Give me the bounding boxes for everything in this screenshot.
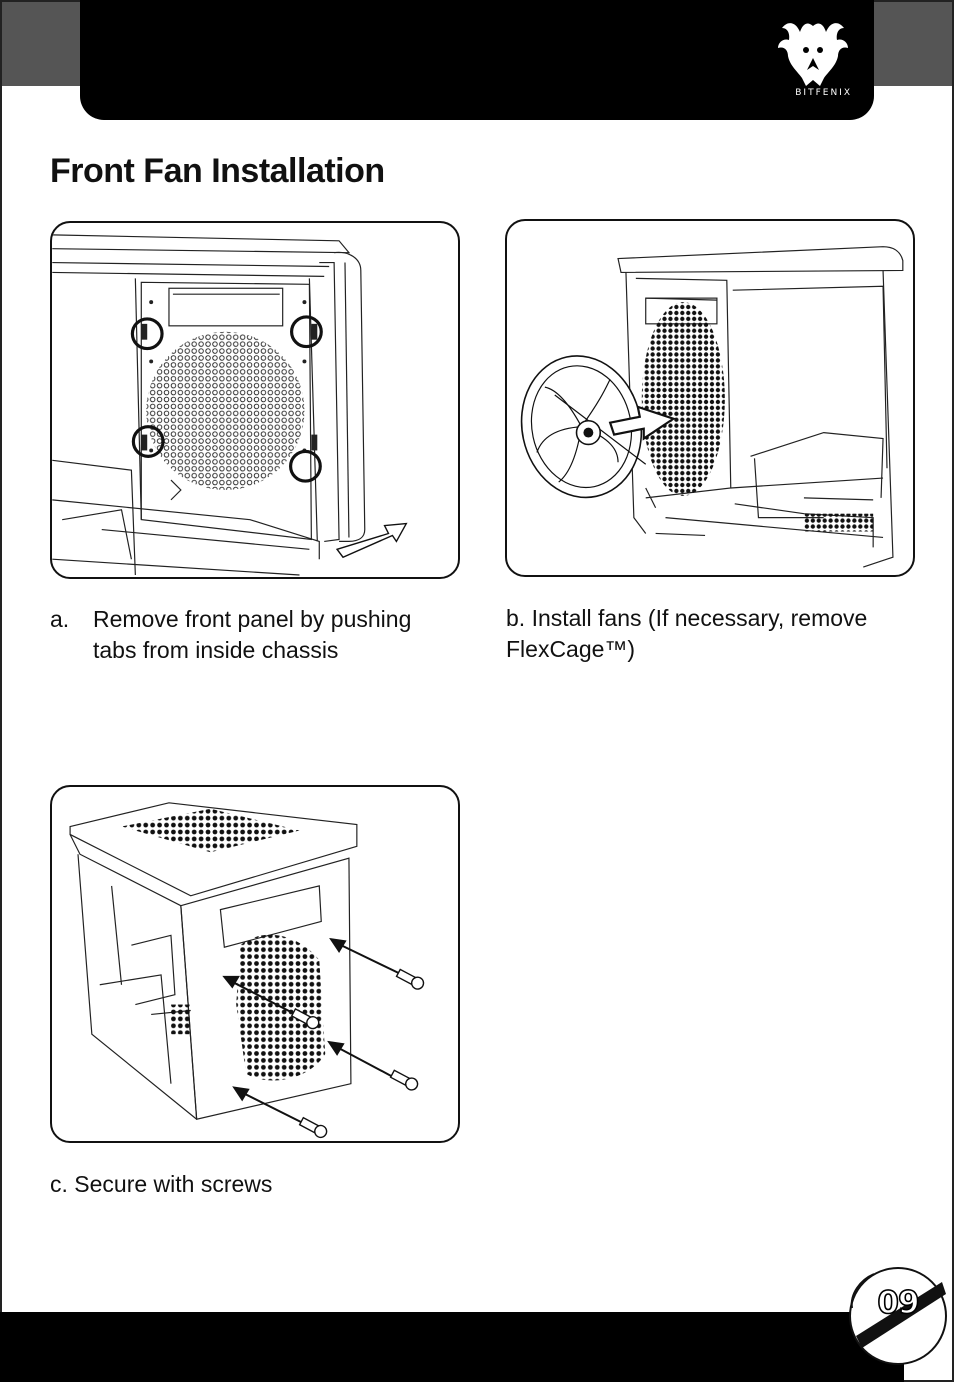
header-bar [80, 0, 874, 120]
brand-logo-icon [778, 23, 848, 86]
push-arrow-icon [335, 522, 408, 559]
page-number-badge-icon [849, 1267, 947, 1365]
illustration-secure-screws [50, 785, 460, 1143]
step-b-caption: b. Install fans (If necessary, remove Fl… [506, 605, 868, 662]
illustration-install-fans [505, 219, 915, 577]
insert-arrow-icon [608, 405, 676, 441]
page-title: Front Fan Installation [50, 152, 385, 190]
brand-wordmark: BITFENIX [795, 88, 852, 98]
step-a-marker: a. [50, 606, 70, 632]
step-a-text: Remove front panel by pushing tabs from … [93, 606, 412, 663]
page-number: 09 [877, 1284, 921, 1322]
step-c-caption: c. Secure with screws [50, 1171, 273, 1197]
footer-bar [0, 1312, 904, 1382]
header-corner-right [874, 2, 952, 86]
illustration-remove-front-panel [50, 221, 460, 579]
header-corner-left [2, 2, 80, 86]
